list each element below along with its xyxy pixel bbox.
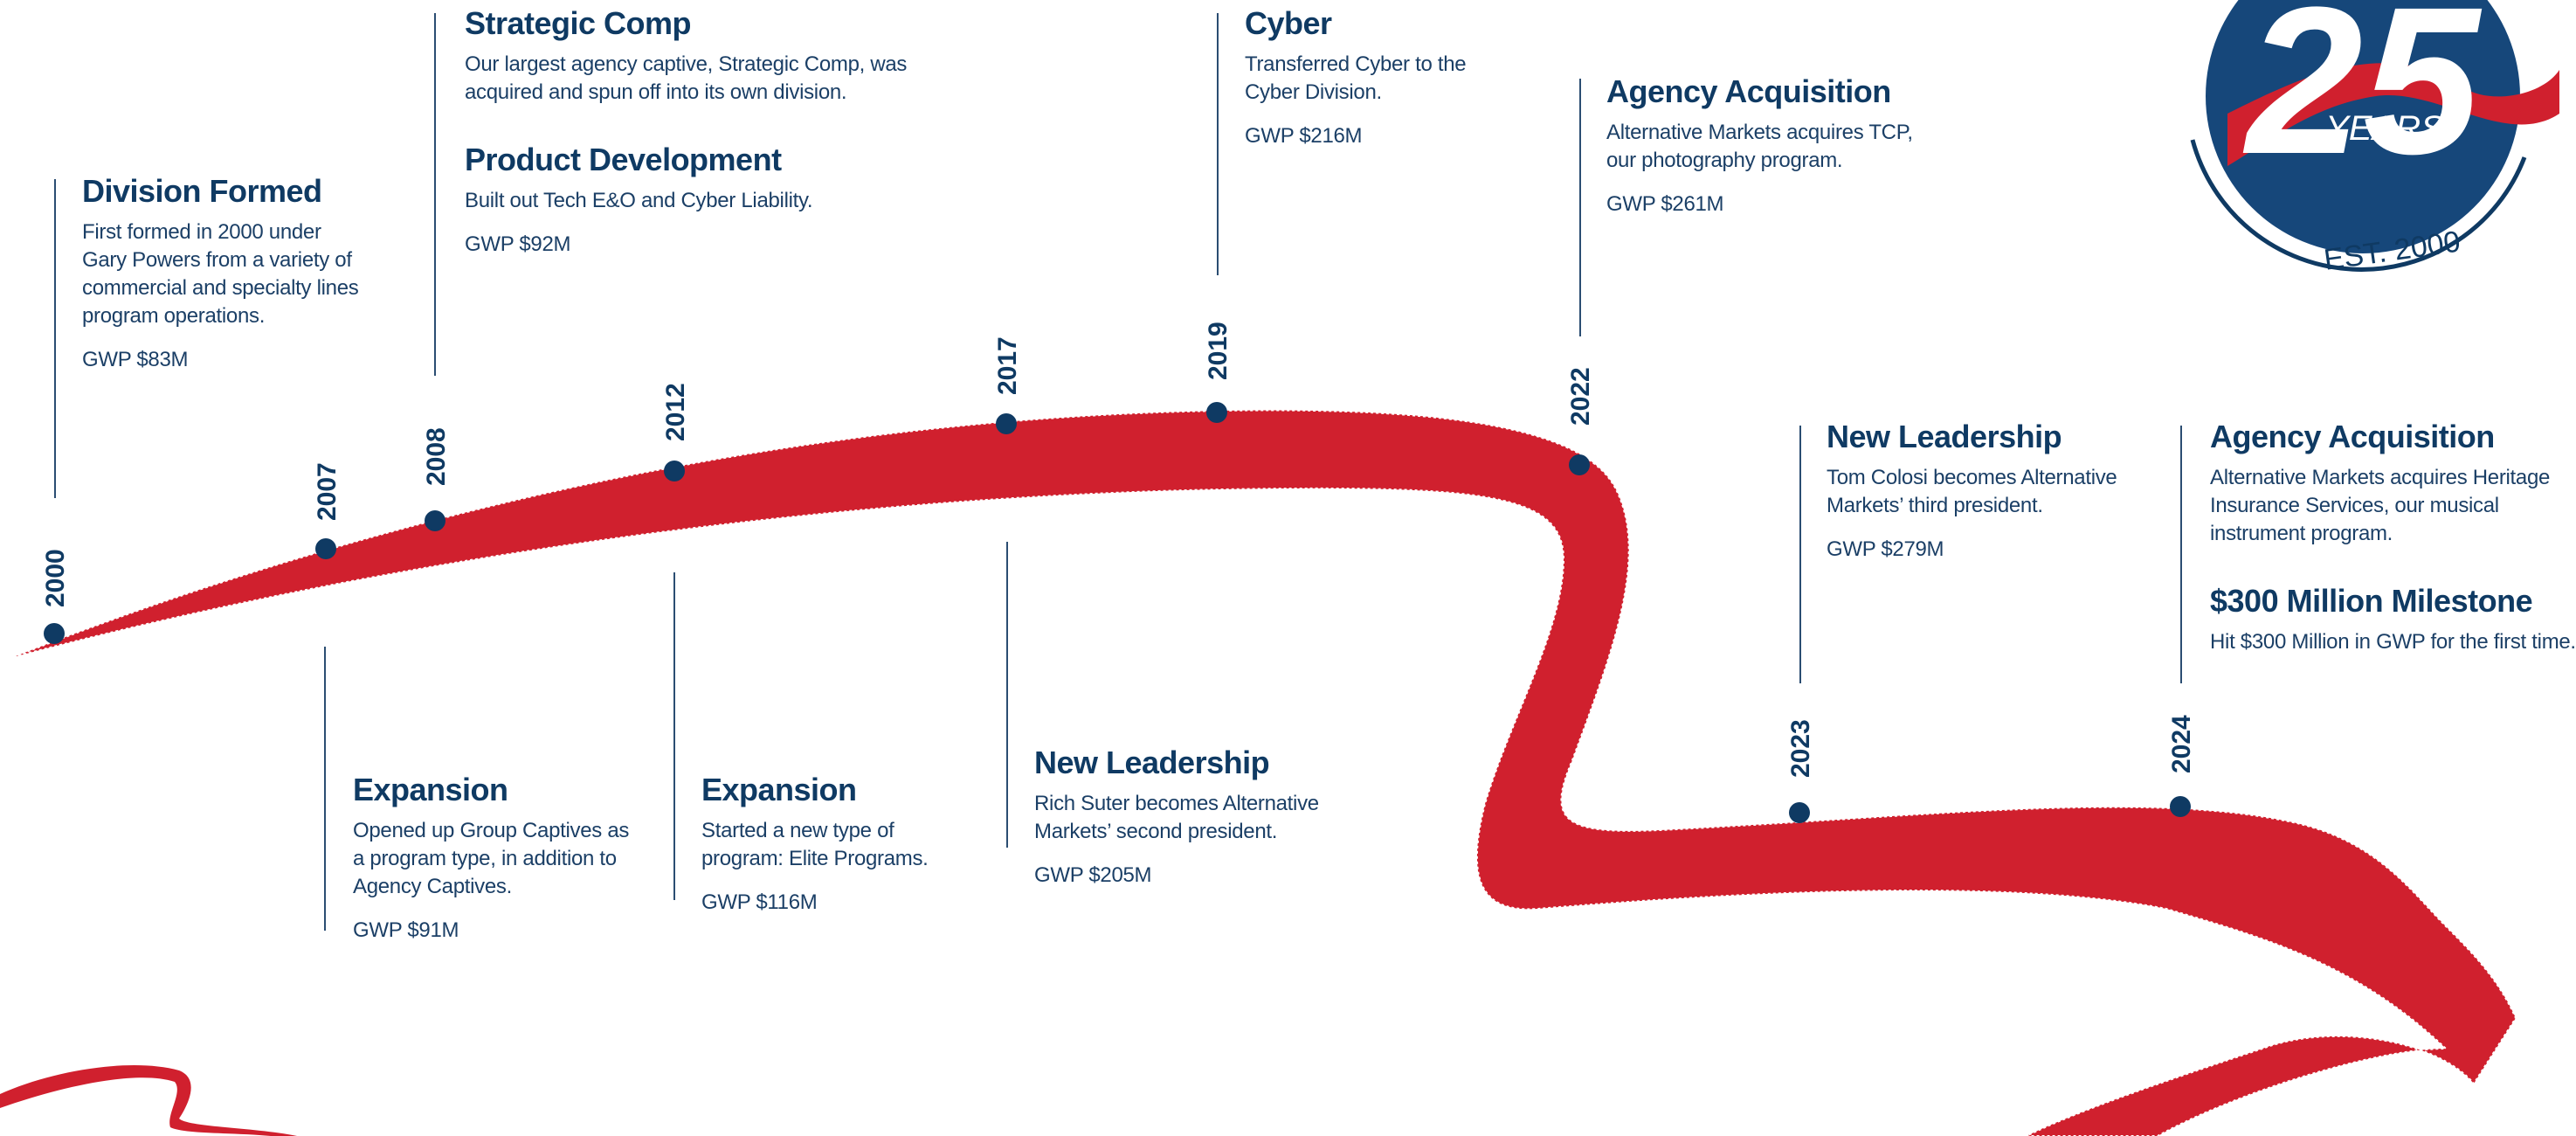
milestone-new-leadership-2023: New Leadership Tom Colosi becomes Altern…	[1827, 419, 2124, 579]
milestone-title: Agency Acquisition	[1606, 73, 1891, 109]
milestone-title: $300 Million Milestone	[2210, 583, 2533, 619]
milestone-title: Strategic Comp	[465, 5, 692, 41]
milestone-gwp: GWP $91M	[353, 918, 459, 942]
anniversary-badge: 25 YEARS EST. 2000	[2190, 0, 2559, 277]
milestone-body: Started a new type of program: Elite Pro…	[701, 819, 929, 870]
connector-line	[324, 647, 326, 931]
badge-number: 25	[2243, 0, 2483, 197]
milestone-gwp: GWP $261M	[1606, 192, 1724, 216]
milestone-body: Rich Suter becomes Alternative Markets’ …	[1034, 792, 1319, 843]
milestone-gwp: GWP $83M	[82, 348, 189, 371]
year-dot-2019	[1206, 402, 1227, 423]
milestone-body: Transferred Cyber to the Cyber Division.	[1245, 52, 1467, 104]
milestone-body: First formed in 2000 under Gary Powers f…	[82, 220, 359, 328]
milestone-expansion-2012: Expansion Started a new type of program:…	[701, 772, 963, 932]
milestone-gwp: GWP $205M	[1034, 863, 1152, 887]
year-label-2022: 2022	[1566, 367, 1595, 426]
year-dot-2012	[664, 461, 685, 481]
badge-circle	[2206, 0, 2520, 253]
connector-line	[54, 179, 56, 498]
badge-years: YEARS	[2325, 109, 2444, 148]
year-label-2019: 2019	[1204, 322, 1233, 380]
year-dot-2022	[1569, 454, 1590, 475]
milestone-body: Built out Tech E&O and Cyber Liability.	[465, 189, 813, 212]
milestone-gwp: GWP $92M	[465, 232, 571, 256]
milestone-agency-acquisition-2024: Agency Acquisition Alternative Markets a…	[2210, 419, 2551, 564]
milestone-body: Tom Colosi becomes Alternative Markets’ …	[1827, 466, 2117, 517]
milestone-expansion-2007: Expansion Opened up Group Captives as a …	[353, 772, 632, 960]
ribbon-main	[12, 409, 2517, 1136]
milestone-body: Alternative Markets acquires TCP, our ph…	[1606, 121, 1913, 172]
year-dot-2024	[2170, 796, 2191, 817]
milestone-title: New Leadership	[1827, 419, 2062, 454]
year-dot-2023	[1789, 802, 1810, 823]
milestone-strategic-comp: Strategic Comp Our largest agency captiv…	[465, 5, 919, 122]
ribbon-tail-left	[0, 1065, 297, 1136]
milestone-body: Opened up Group Captives as a program ty…	[353, 819, 630, 898]
connector-line	[1579, 79, 1581, 336]
milestone-gwp: GWP $216M	[1245, 124, 1363, 148]
milestone-division-formed: Division Formed First formed in 2000 und…	[82, 173, 370, 390]
year-label-2024: 2024	[2167, 715, 2196, 773]
milestone-gwp: GWP $279M	[1827, 537, 1944, 561]
milestone-product-development: Product Development Built out Tech E&O a…	[465, 142, 919, 274]
milestone-agency-acquisition-2022: Agency Acquisition Alternative Markets a…	[1606, 73, 1938, 234]
milestone-cyber: Cyber Transferred Cyber to the Cyber Div…	[1245, 5, 1489, 166]
milestone-title: Cyber	[1245, 5, 1332, 41]
connector-line	[1006, 542, 1008, 848]
milestone-body: Our largest agency captive, Strategic Co…	[465, 52, 908, 104]
year-label-2012: 2012	[661, 383, 690, 441]
connector-line	[1217, 13, 1219, 275]
connector-line	[1799, 426, 1801, 683]
year-dot-2007	[315, 538, 336, 559]
year-label-2007: 2007	[313, 462, 342, 521]
year-dot-2008	[425, 510, 445, 531]
milestone-title: Agency Acquisition	[2210, 419, 2495, 454]
connector-line	[673, 572, 675, 900]
milestone-title: Product Development	[465, 142, 782, 177]
milestone-title: New Leadership	[1034, 745, 1270, 780]
milestone-new-leadership-2017: New Leadership Rich Suter becomes Altern…	[1034, 745, 1331, 905]
year-label-2008: 2008	[422, 427, 451, 486]
milestone-body: Alternative Markets acquires Heritage In…	[2210, 466, 2551, 545]
year-label-2023: 2023	[1786, 719, 1815, 778]
year-label-2017: 2017	[993, 336, 1022, 395]
milestone-title: Expansion	[353, 772, 508, 807]
milestone-300m: $300 Million Milestone Hit $300 Million …	[2210, 583, 2576, 672]
year-dot-2000	[44, 623, 65, 644]
year-dot-2017	[996, 413, 1017, 434]
milestone-gwp: GWP $116M	[701, 890, 818, 914]
badge-swoosh	[2227, 63, 2559, 166]
connector-line	[2180, 426, 2182, 683]
year-label-2000: 2000	[41, 549, 70, 607]
connector-line	[434, 13, 436, 376]
milestone-title: Expansion	[701, 772, 857, 807]
milestone-body: Hit $300 Million in GWP for the first ti…	[2210, 630, 2576, 654]
milestone-title: Division Formed	[82, 173, 322, 209]
